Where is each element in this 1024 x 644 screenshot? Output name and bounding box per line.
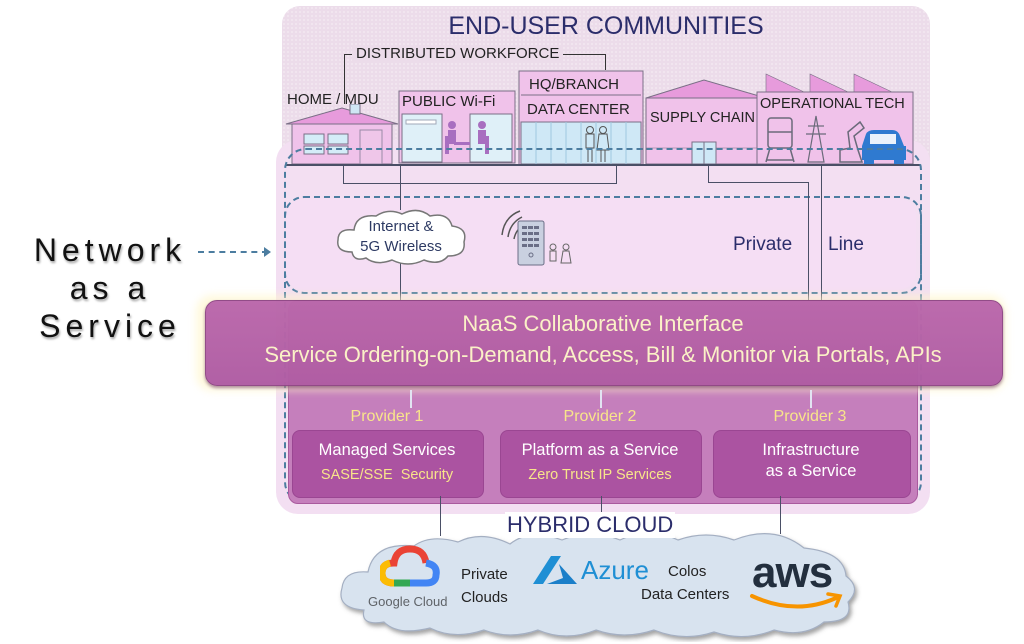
wire-hq (616, 165, 617, 183)
factory-icon (756, 73, 914, 165)
naas-label-line1: Network (33, 232, 187, 268)
internet-cloud-line1: Internet & (368, 218, 434, 235)
wire-sites-bus-h (343, 183, 617, 184)
naas-label-line2: as a (69, 270, 151, 306)
site-ground-line (286, 164, 920, 166)
colos-line1: Colos (668, 563, 707, 580)
provider-2-service-title: Platform as a Service (521, 441, 679, 459)
site-label-supply-chain: SUPPLY CHAIN (650, 110, 756, 126)
hybrid-cloud-shape (340, 532, 856, 638)
wire-private-line-a (708, 165, 709, 182)
azure-logo-icon (533, 556, 577, 584)
wire-wifi (400, 165, 401, 210)
provider-1-service-box (292, 430, 484, 498)
hybrid-cloud-title: HYBRID CLOUD (505, 512, 676, 538)
provider-2-arrow-icon (600, 390, 602, 408)
naas-pointer-arrowhead (264, 247, 271, 257)
site-label-public-wifi: PUBLIC Wi-Fi (402, 93, 496, 110)
wire-private-line-b (821, 165, 822, 312)
provider-3-arrow-icon (810, 390, 812, 408)
workforce-bracket-left (344, 54, 345, 104)
google-cloud-logo-icon (380, 545, 440, 587)
private-clouds-line2: Clouds (461, 589, 508, 606)
interface-title: NaaS Collaborative Interface (462, 311, 744, 336)
warehouse-icon (645, 79, 767, 165)
house-icon (285, 104, 399, 165)
wire-sites-bus (343, 165, 344, 183)
colos-line2: Data Centers (641, 586, 730, 603)
workforce-bracket-right (605, 54, 606, 70)
cafe-icon (398, 90, 516, 164)
provider-1-arrow-icon (410, 390, 412, 408)
google-cloud-label: Google Cloud (368, 594, 448, 609)
naas-pointer-dashed (198, 251, 268, 253)
provider-2-label: Provider 2 (563, 408, 637, 425)
provider-3-label: Provider 3 (773, 408, 847, 425)
private-clouds-line1: Private (461, 566, 508, 583)
site-label-operational-tech: OPERATIONAL TECH (760, 96, 905, 112)
aws-smile-icon (750, 592, 843, 609)
provider-2-service-subtitle: Zero Trust IP Services (528, 467, 672, 483)
provider-1-service-title: Managed Services (318, 441, 456, 459)
internet-cloud-line2: 5G Wireless (360, 238, 442, 255)
wire-internet-to-interface (400, 256, 401, 302)
wire-provider-3-cloud (780, 496, 781, 534)
aws-label: aws (752, 548, 833, 597)
interface-subtitle: Service Ordering-on-Demand, Access, Bill… (264, 342, 942, 367)
provider-3-service-title: Infrastructure (762, 441, 860, 459)
wire-provider-1-cloud (440, 496, 441, 536)
access-boundary-dashed (284, 196, 922, 294)
site-label-hq-branch: HQ/BRANCH (529, 76, 620, 93)
mobile-users-icon (501, 210, 572, 266)
end-user-communities-title: END-USER COMMUNITIES (448, 12, 764, 40)
private-line-label-line: Line (828, 234, 864, 255)
provider-3-service-title2: as a Service (765, 462, 857, 480)
private-line-label-private: Private (733, 234, 793, 255)
wire-private-line-a-v (808, 182, 809, 312)
distributed-workforce-label: DISTRIBUTED WORKFORCE (352, 45, 564, 62)
provider-2-service-box (500, 430, 702, 498)
internet-cloud-icon (337, 209, 466, 265)
provider-1-service-subtitle: SASE/SSE Security (320, 467, 454, 483)
provider-3-service-box (713, 430, 911, 498)
wire-private-line-a-h (708, 182, 808, 183)
site-label-home: HOME / MDU (287, 91, 379, 108)
naas-collaborative-interface (205, 300, 1003, 386)
site-label-data-center: DATA CENTER (527, 101, 630, 118)
naas-label-line3: Service (39, 308, 181, 344)
azure-label: Azure (581, 555, 649, 585)
provider-1-label: Provider 1 (350, 408, 424, 425)
